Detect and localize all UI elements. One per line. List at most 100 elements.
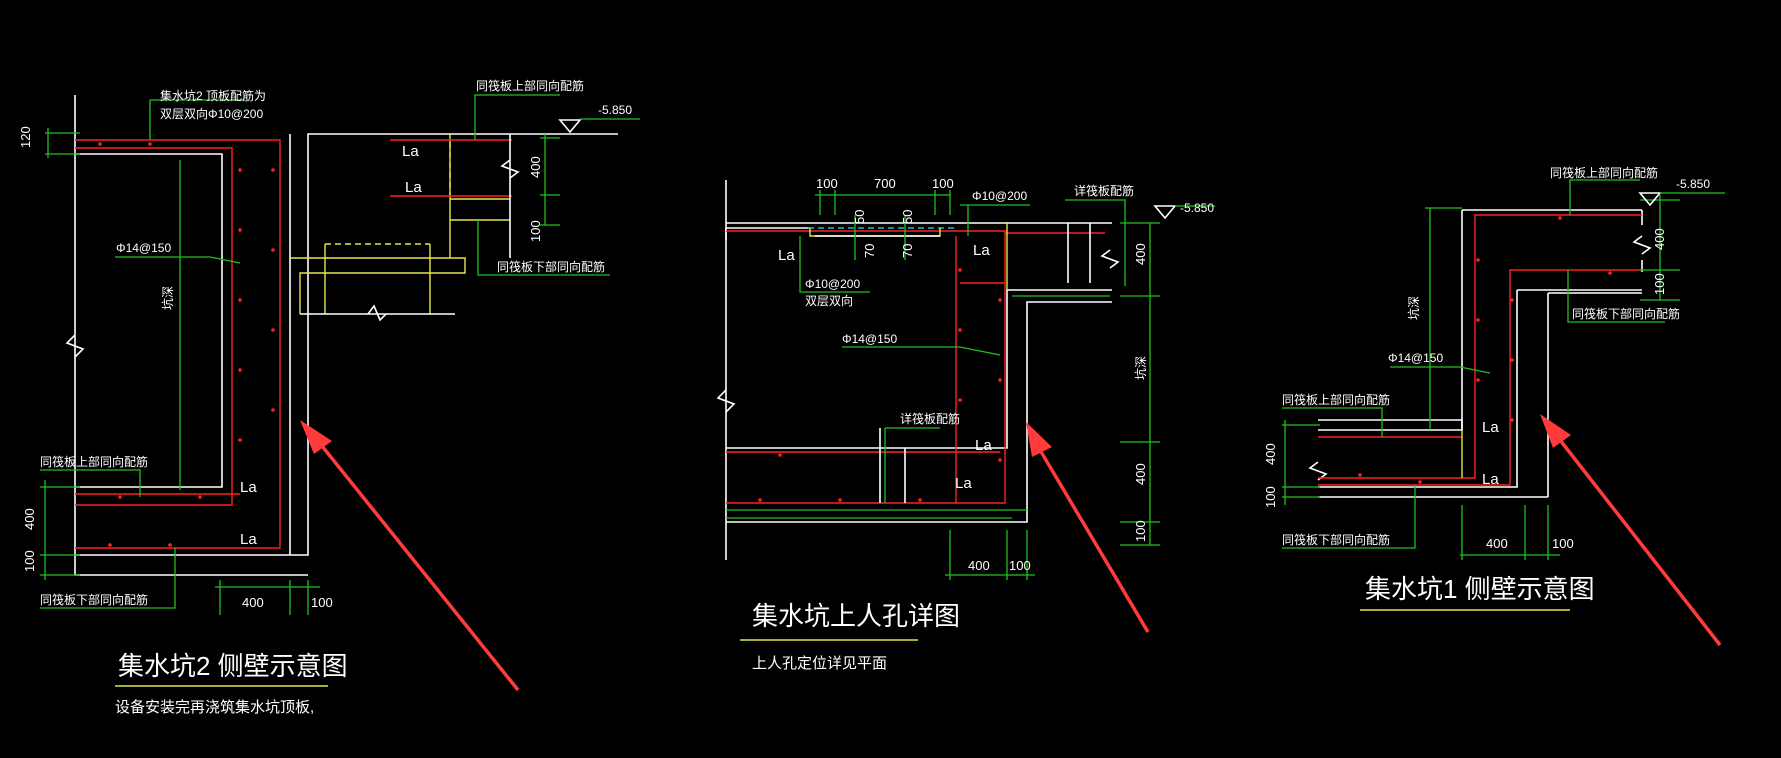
right-rebar-dots: [1358, 216, 1612, 484]
left-note-wall: Φ14@150: [116, 241, 171, 255]
left-leader-top-right: [474, 94, 560, 140]
right-note-top: 同筏板上部同向配筋: [1550, 165, 1658, 180]
right-la-2: La: [1482, 471, 1499, 488]
right-title: 集水坑1 侧壁示意图: [1365, 574, 1595, 604]
middle-dim-100b: 100: [932, 176, 954, 191]
right-detail: 坑深 400 100 400 100 400 100 同筏板上部同向配筋 -5.…: [1263, 165, 1725, 611]
left-rebar-outer: [75, 139, 281, 549]
left-slab-lines: [450, 198, 510, 221]
middle-note-wall: Φ14@150: [842, 332, 897, 346]
left-dim-right-lines: [540, 134, 560, 226]
left-la-3: La: [240, 479, 257, 496]
middle-la-4: La: [955, 475, 972, 492]
left-slab-break: [500, 159, 520, 179]
right-note-raft-top: 同筏板上部同向配筋: [1282, 392, 1390, 407]
middle-la-1: La: [778, 247, 795, 264]
right-note-raft-bottom: 同筏板下部同向配筋: [1282, 532, 1390, 547]
left-dim-120-lines: [45, 128, 80, 158]
middle-manhole-frame: [809, 228, 941, 237]
right-leader-raft-bottom: [1282, 485, 1416, 549]
right-dim-left-lines: [1282, 420, 1320, 505]
left-la-2: La: [405, 179, 422, 196]
left-detail: 120 400 100 400 100 400 100 集水坑2 顶板配筋为 双…: [18, 78, 640, 716]
left-dim-left-lines: [40, 480, 80, 580]
right-dim-100-r: 100: [1652, 273, 1667, 295]
middle-la-2: La: [973, 242, 990, 259]
left-lid-outline: [290, 257, 466, 314]
right-la-1: La: [1482, 419, 1499, 436]
middle-elevation: -5.850: [1180, 201, 1214, 215]
right-break-symbol-2: [1308, 461, 1328, 481]
right-dim-400-b: 400: [1486, 536, 1508, 551]
middle-dim-400-b: 400: [968, 558, 990, 573]
right-dim-400-r: 400: [1652, 228, 1667, 250]
right-dim-100-l: 100: [1263, 486, 1278, 508]
middle-base-lines: [726, 509, 1027, 519]
middle-dim-100-r: 100: [1133, 520, 1148, 542]
right-dim-400-l: 400: [1263, 443, 1278, 465]
middle-note-top: Φ10@200: [972, 189, 1027, 203]
middle-leader-slab: [799, 236, 870, 293]
right-dim-100-b: 100: [1552, 536, 1574, 551]
left-dim-bottom-lines: [215, 580, 320, 615]
left-lid-sides: [324, 244, 431, 314]
left-elevation: -5.850: [598, 103, 632, 117]
right-inner-outline: [1318, 289, 1642, 488]
middle-rebar-outer: [726, 230, 1006, 504]
right-dim-right-lines: [1640, 195, 1680, 301]
middle-detail-lines: [879, 428, 906, 503]
right-dim-height-line: [1425, 207, 1462, 430]
left-note-raft-bottom: 同筏板下部同向配筋: [40, 592, 148, 607]
middle-rebar-dots: [758, 268, 1002, 502]
left-break-symbol: [65, 334, 85, 358]
left-leader-wall: [115, 256, 241, 264]
left-note-top-1: 集水坑2 顶板配筋为: [160, 88, 266, 103]
middle-pit-outline: [725, 180, 1112, 560]
middle-break-symbol: [716, 389, 736, 413]
left-la-1: La: [402, 143, 419, 160]
middle-detail: 100 700 100 50 50 70 70 Φ10@200 双层双向 Φ10…: [716, 176, 1215, 672]
middle-dim-400-r1: 400: [1133, 243, 1148, 265]
right-note-wall: Φ14@150: [1388, 351, 1443, 365]
middle-dim-100-line: [1120, 522, 1160, 546]
right-leader-top: [1569, 179, 1640, 215]
middle-note-detail-b: 详筏板配筋: [900, 411, 960, 426]
right-leader-wall: [1390, 366, 1491, 374]
middle-leader-top: [960, 204, 1030, 236]
left-leader-bottom-right: [477, 220, 610, 276]
middle-dim-100-b: 100: [1009, 558, 1031, 573]
right-wall-outline: [1318, 209, 1642, 498]
left-note-raft-top: 同筏板上部同向配筋: [40, 454, 148, 469]
left-base-line: [74, 555, 308, 576]
middle-dim-400-r2: 400: [1133, 463, 1148, 485]
left-wall-outline: [74, 95, 618, 556]
middle-note-slab-2: 双层双向: [805, 293, 853, 308]
left-note-top-2: 双层双向Φ10@200: [160, 106, 263, 121]
middle-title: 集水坑上人孔详图: [752, 601, 960, 631]
middle-dim-50b: 50: [900, 210, 915, 224]
middle-dim-50-lines: [854, 215, 906, 260]
left-rebar-inner: [75, 147, 233, 506]
left-title: 集水坑2 侧壁示意图: [118, 651, 348, 681]
middle-dim-70b: 70: [900, 244, 915, 258]
middle-note-detail-a: 详筏板配筋: [1074, 183, 1134, 198]
right-elevation: -5.850: [1676, 177, 1710, 191]
left-rebar-dots: [98, 142, 275, 547]
left-note-top-right: 同筏板上部同向配筋: [476, 78, 584, 93]
left-subnote: 设备安装完再浇筑集水坑顶板,: [115, 698, 314, 716]
right-leader-bottom-right: [1567, 270, 1665, 323]
left-la-4: La: [240, 531, 257, 548]
right-rebar-inner: [1318, 269, 1642, 486]
middle-dim-70a: 70: [862, 244, 877, 258]
middle-la-3: La: [975, 437, 992, 454]
middle-subnote: 上人孔定位详见平面: [752, 655, 887, 672]
right-note-bottom-right: 同筏板下部同向配筋: [1572, 306, 1680, 321]
right-break-symbol: [1632, 235, 1652, 255]
middle-elevation-marker: [1153, 205, 1177, 220]
left-dim-400-l: 400: [22, 508, 37, 530]
middle-leader-detail-b: [884, 427, 940, 503]
right-note-wall-vertical: 坑深: [1406, 296, 1421, 320]
left-leader-raft-top: [40, 469, 141, 497]
middle-inner-outline: [725, 227, 1112, 449]
